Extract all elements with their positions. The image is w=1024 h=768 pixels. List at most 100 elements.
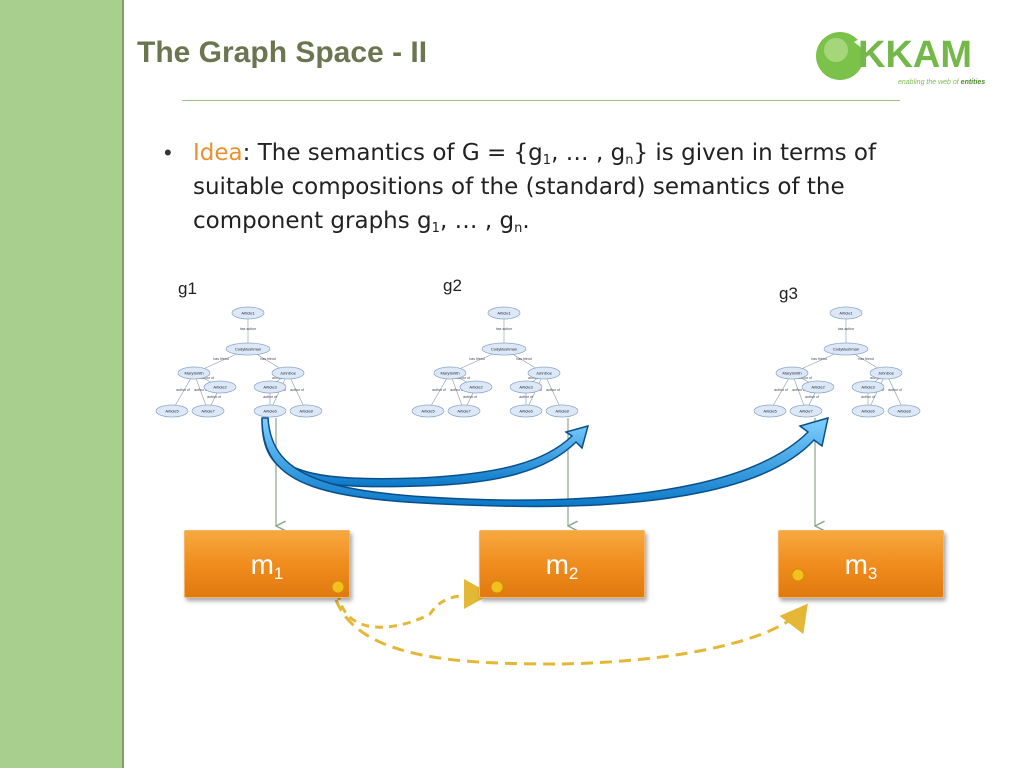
- tree-edge-label: has friend: [213, 357, 228, 361]
- tree-edge-label: author of: [450, 388, 464, 392]
- tree-node: [447, 404, 481, 418]
- tree-node: [887, 404, 921, 418]
- idea-label: Idea: [193, 140, 243, 166]
- title-divider: [182, 100, 900, 101]
- tree-node: [509, 404, 543, 418]
- tree-node: [789, 404, 823, 418]
- dashed-arrow-m1-to-m2: [336, 579, 491, 629]
- graph-label-g2: g2: [443, 276, 462, 295]
- tree-node: [155, 404, 189, 418]
- tree-node: [545, 404, 579, 418]
- tree-node-label: Article1: [497, 311, 511, 316]
- tree-node-label: Article6: [861, 409, 875, 414]
- tree-node-label: MarySmith: [184, 371, 203, 376]
- tree-graph-g1: has author has friend has friend author of a…: [155, 306, 323, 418]
- model-box-m3: m3: [778, 530, 944, 598]
- tree-node: [411, 404, 445, 418]
- model-box-m1: m1: [184, 530, 350, 598]
- model-box-m2: m2: [479, 530, 645, 598]
- tree-node: [191, 404, 225, 418]
- tree-node-label: Article2: [811, 385, 825, 390]
- tree-edge: [791, 372, 807, 412]
- tree-edge-label: has friend: [469, 357, 484, 361]
- tree-edge-label: author of: [792, 388, 806, 392]
- tree-node-label: Article2: [469, 385, 483, 390]
- model-label-m2: m2: [545, 549, 579, 583]
- tree-node: [775, 366, 809, 380]
- tree-edge-label: author of: [798, 376, 812, 380]
- tree-node-label: MarySmith: [440, 371, 459, 376]
- tree-node-label: MarySmith: [782, 371, 801, 376]
- tree-node-label: JohnDoe: [878, 371, 895, 376]
- logo-name: KKAM: [858, 34, 972, 76]
- tree-edge-label: author of: [176, 388, 190, 392]
- tree-edge-label: author of: [463, 395, 477, 399]
- tree-edge-label: author of: [456, 376, 470, 380]
- tree-node: [253, 404, 287, 418]
- tree-edge: [543, 372, 563, 412]
- tree-node: [433, 366, 467, 380]
- tree-node-label: CodyBushman: [491, 347, 517, 352]
- tree-node-label: Article8: [299, 409, 313, 414]
- tree-edge-label: has friend: [260, 357, 275, 361]
- tree-edge: [171, 372, 195, 412]
- tree-edge: [193, 372, 209, 412]
- tree-edge-label: author of: [263, 395, 277, 399]
- tree-node-label: JohnDoe: [536, 371, 553, 376]
- tree-edge: [449, 372, 465, 412]
- tree-edge: [287, 372, 307, 412]
- tree-edge-label: author of: [432, 388, 446, 392]
- tree-node: [869, 366, 903, 380]
- dashed-arrow-m1-to-m3: [334, 599, 808, 666]
- tree-edge-label: has author: [240, 327, 257, 331]
- tree-node-label: Article1: [839, 311, 853, 316]
- logo-tagline: enabling the web of entities: [898, 79, 986, 86]
- tree-edge-label: author of: [290, 388, 304, 392]
- tree-node: [225, 342, 271, 356]
- tree-node: [231, 306, 265, 320]
- idea-paragraph: Idea: The semantics of G = {g1, … , gn} …: [193, 140, 877, 236]
- graph-label-g1: g1: [178, 279, 197, 298]
- tree-node-label: Article7: [457, 409, 471, 414]
- tree-node-label: Article6: [519, 409, 533, 414]
- tree-node-label: Article6: [263, 409, 277, 414]
- tree-node: [271, 366, 305, 380]
- tree-node-label: Article5: [763, 409, 777, 414]
- tree-node: [481, 342, 527, 356]
- tree-node: [289, 404, 323, 418]
- tree-node-label: Article8: [897, 409, 911, 414]
- tree-node: [177, 366, 211, 380]
- tree-node-label: Article7: [799, 409, 813, 414]
- tree-node: [253, 380, 287, 394]
- graph-label-g3: g3: [779, 284, 798, 303]
- tree-node-label: CodyBushman: [833, 347, 859, 352]
- tree-edge-label: author of: [194, 388, 208, 392]
- tree-node: [527, 366, 561, 380]
- tree-node: [459, 380, 493, 394]
- tree-node-label: Article8: [555, 409, 569, 414]
- tree-node-label: CodyBushman: [235, 347, 261, 352]
- tree-node-label: Article3: [519, 385, 533, 390]
- tree-node: [753, 404, 787, 418]
- tree-edge: [885, 372, 905, 412]
- tree-edge-label: has friend: [516, 357, 531, 361]
- left-sidebar: [0, 0, 124, 768]
- tree-edge: [769, 372, 793, 412]
- tree-edge-label: has friend: [858, 357, 873, 361]
- blue-arrow-g1-to-g3: [261, 416, 829, 508]
- tree-edge-label: has friend: [811, 357, 826, 361]
- tree-node-label: Article3: [263, 385, 277, 390]
- model-label-m1: m1: [250, 549, 284, 583]
- tree-node-label: Article7: [201, 409, 215, 414]
- tree-edge-label: author of: [519, 395, 533, 399]
- tree-edge-label: author of: [207, 395, 221, 399]
- tree-edge-label: author of: [546, 388, 560, 392]
- tree-node: [509, 380, 543, 394]
- tree-edge-label: author of: [888, 388, 902, 392]
- tree-node: [801, 380, 835, 394]
- tree-node-label: Article3: [861, 385, 875, 390]
- tree-node: [487, 306, 521, 320]
